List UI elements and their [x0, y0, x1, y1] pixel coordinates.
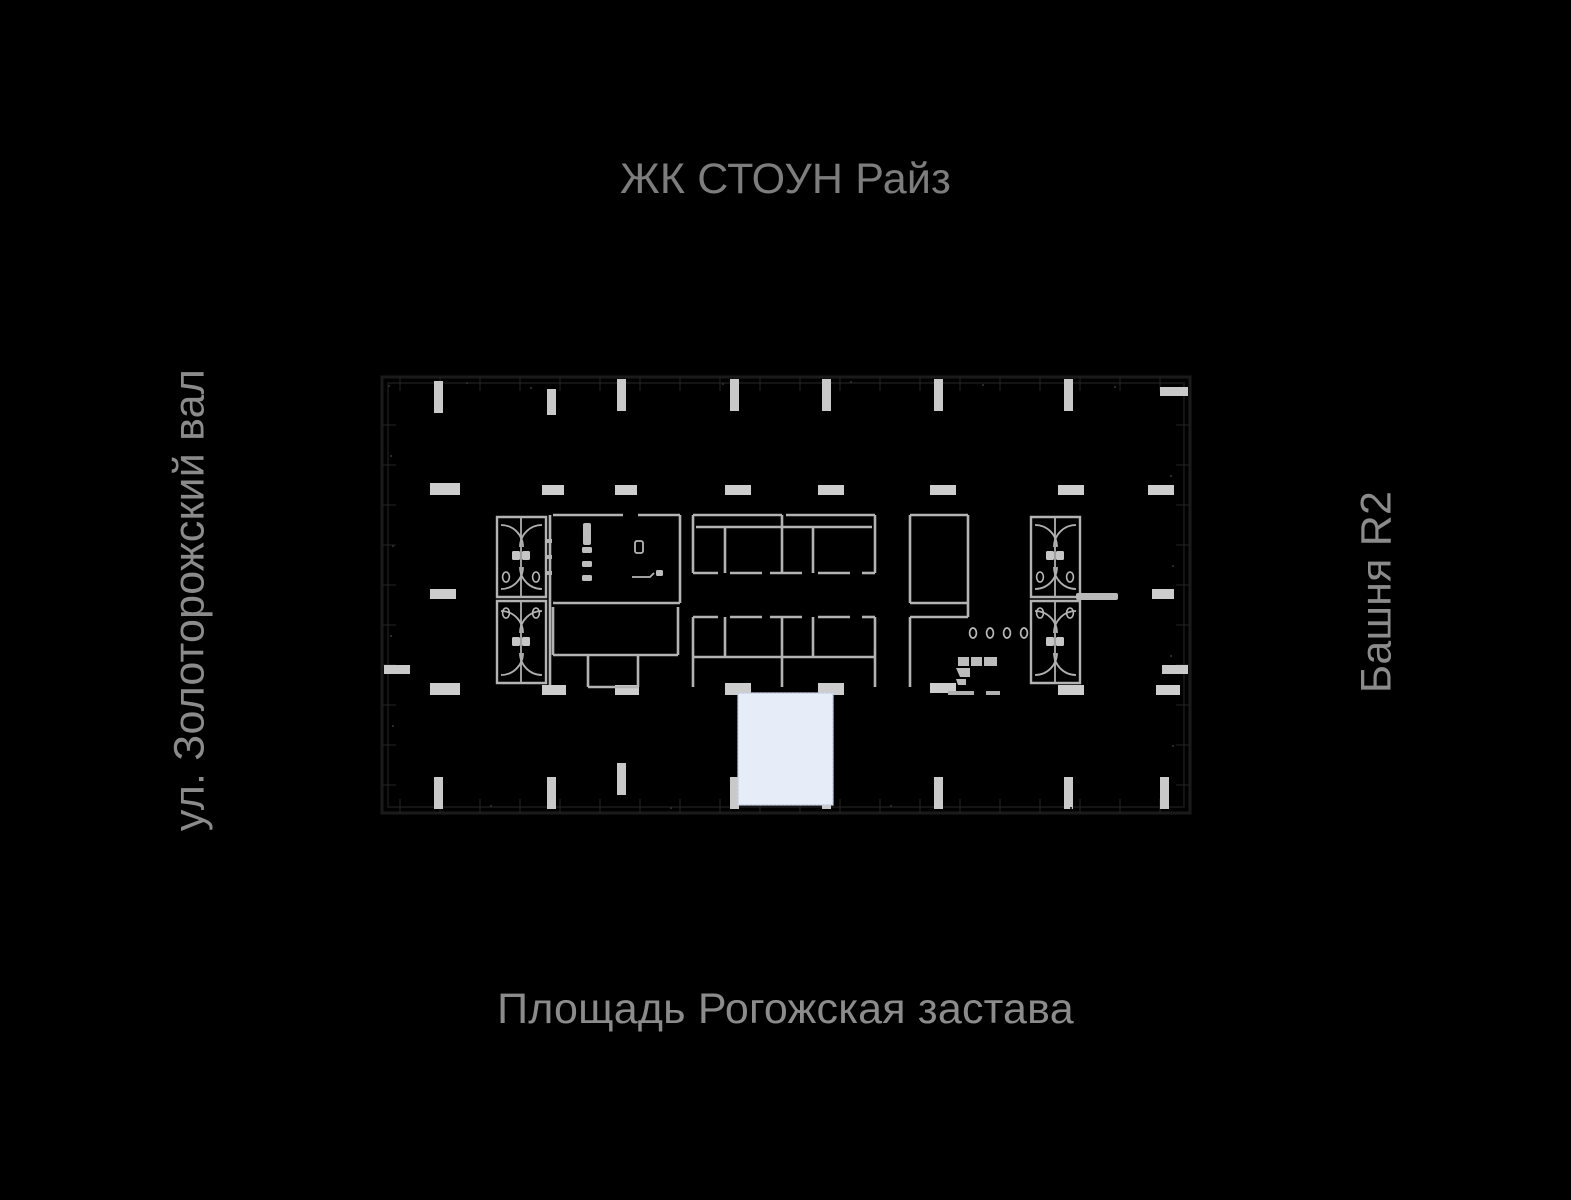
- elevator-bank-north: [691, 513, 877, 575]
- highlighted-unit[interactable]: [737, 692, 834, 806]
- core-west-fixtures: [500, 517, 552, 683]
- east-core-fixtures: [968, 627, 1029, 639]
- perimeter-columns: [384, 379, 1188, 809]
- stair-core-east: [908, 513, 970, 687]
- elevator-bank-south: [691, 615, 877, 687]
- west-core-equipment: [582, 523, 663, 581]
- floorplan-drawing: [370, 365, 1200, 825]
- tower-label-east: Башня R2: [1352, 490, 1401, 694]
- floorplan-svg: [380, 375, 1192, 815]
- stair-core-west: [548, 513, 682, 689]
- scan-noise: [388, 381, 1174, 809]
- page-title: ЖК СТОУН Райз: [620, 155, 951, 203]
- building-outline: [380, 375, 1192, 815]
- core-east-fixtures: [1034, 517, 1118, 683]
- east-core-stairs: [948, 657, 1000, 695]
- interior-columns: [430, 483, 1180, 695]
- street-label-west: ул. Золоторожский вал: [165, 368, 214, 832]
- core-west-restrooms: [495, 515, 548, 685]
- square-label-south: Площадь Рогожская застава: [497, 985, 1074, 1033]
